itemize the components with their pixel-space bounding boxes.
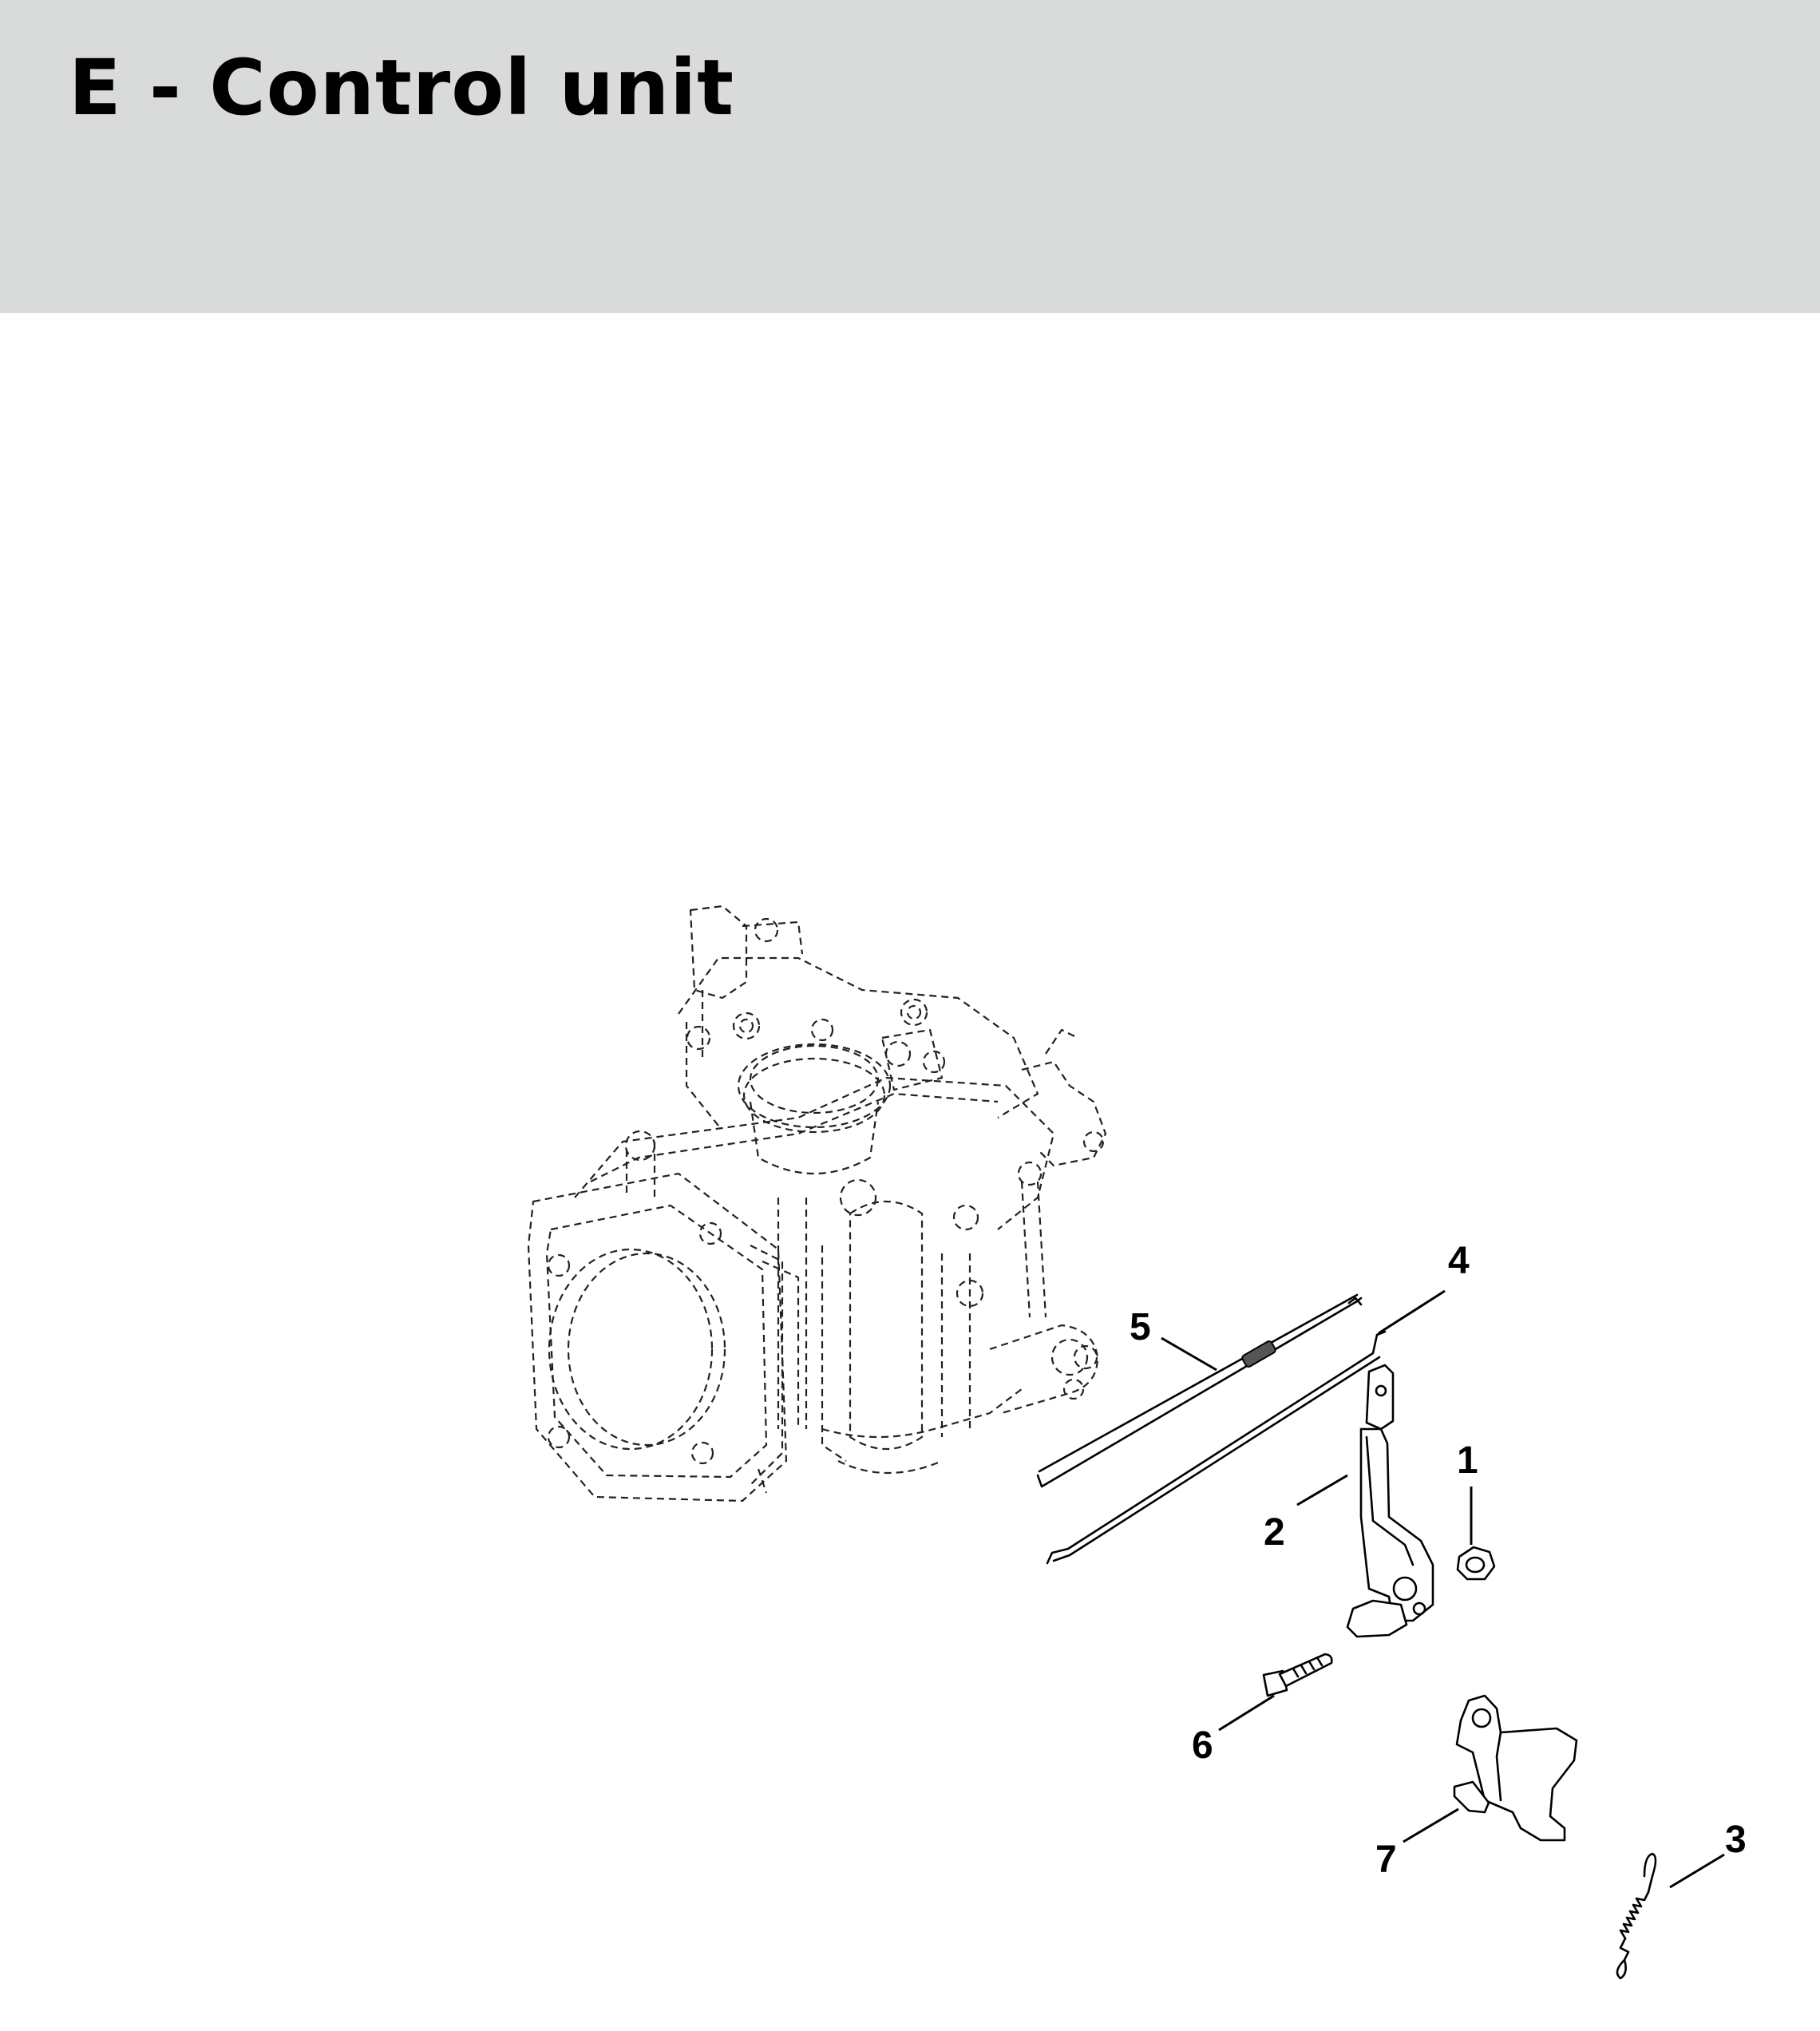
- header-banner: E - Control unit: [0, 0, 1820, 313]
- part-1-nut: [1456, 1546, 1496, 1581]
- callout-1: 1: [1457, 1439, 1478, 1482]
- engine-block-illustration: [527, 905, 1107, 1502]
- page-title: E - Control unit: [69, 43, 735, 133]
- leader-line-7: [1403, 1807, 1459, 1843]
- leader-line-2: [1296, 1474, 1348, 1506]
- part-4-link-rod: [1046, 1330, 1387, 1565]
- callout-6: 6: [1192, 1724, 1213, 1767]
- part-3-spring: [1616, 1852, 1657, 1980]
- part-5-governor-rod: [1036, 1293, 1363, 1488]
- part-7-bracket: [1453, 1694, 1578, 1842]
- leader-line-5: [1161, 1336, 1217, 1372]
- callout-4: 4: [1448, 1240, 1470, 1282]
- part-6-screw: [1262, 1653, 1333, 1697]
- callout-2: 2: [1264, 1511, 1285, 1554]
- leader-line-6: [1218, 1694, 1275, 1732]
- callout-7: 7: [1375, 1839, 1397, 1881]
- part-2-control-lever: [1346, 1364, 1434, 1638]
- leader-line-4: [1378, 1289, 1446, 1335]
- callout-3: 3: [1725, 1819, 1747, 1861]
- callout-5: 5: [1130, 1306, 1151, 1348]
- leader-line-3: [1669, 1853, 1725, 1889]
